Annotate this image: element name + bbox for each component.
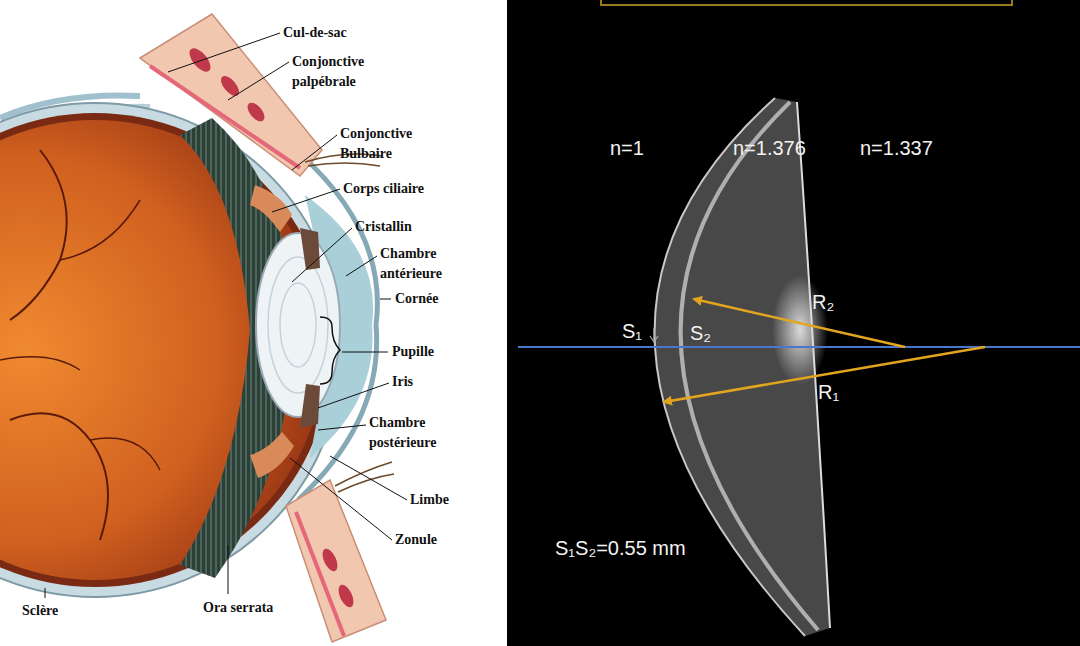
- part-label: Iris: [392, 372, 413, 392]
- part-label: Chambre postérieure: [369, 413, 479, 453]
- part-label: Cornée: [395, 289, 439, 309]
- vertex-label: S₁: [622, 319, 642, 343]
- dark-panel: [507, 0, 1080, 646]
- part-label: Chambre antérieure: [380, 244, 475, 284]
- part-label: Limbe: [410, 490, 449, 510]
- part-label: Cul-de-sac: [283, 23, 347, 43]
- part-label: Corps ciliaire: [343, 179, 424, 199]
- refractive-index: n=1.337: [860, 136, 933, 160]
- eyelids: [140, 14, 394, 642]
- part-label: Pupille: [392, 342, 434, 362]
- dimension-label: S₁S₂=0.55 mm: [555, 536, 686, 560]
- part-label: Conjonctive Bulbaire: [340, 124, 432, 164]
- optical-axis: [518, 328, 1080, 347]
- refractive-index: n=1: [610, 136, 644, 160]
- part-label: Conjonctive palpébrale: [292, 52, 384, 92]
- part-label: Sclère: [22, 601, 58, 621]
- part-label: Cristallin: [355, 217, 412, 237]
- anterior-segment: [256, 152, 377, 500]
- vertex-label: S₂: [690, 321, 711, 345]
- leader-lines: [45, 33, 407, 598]
- radius-label: R₂: [812, 290, 834, 314]
- refractive-index: n=1.376: [733, 136, 806, 160]
- part-label: Ora serrata: [203, 598, 273, 618]
- part-label: Zonule: [395, 530, 437, 550]
- radius-label: R₁: [818, 380, 839, 404]
